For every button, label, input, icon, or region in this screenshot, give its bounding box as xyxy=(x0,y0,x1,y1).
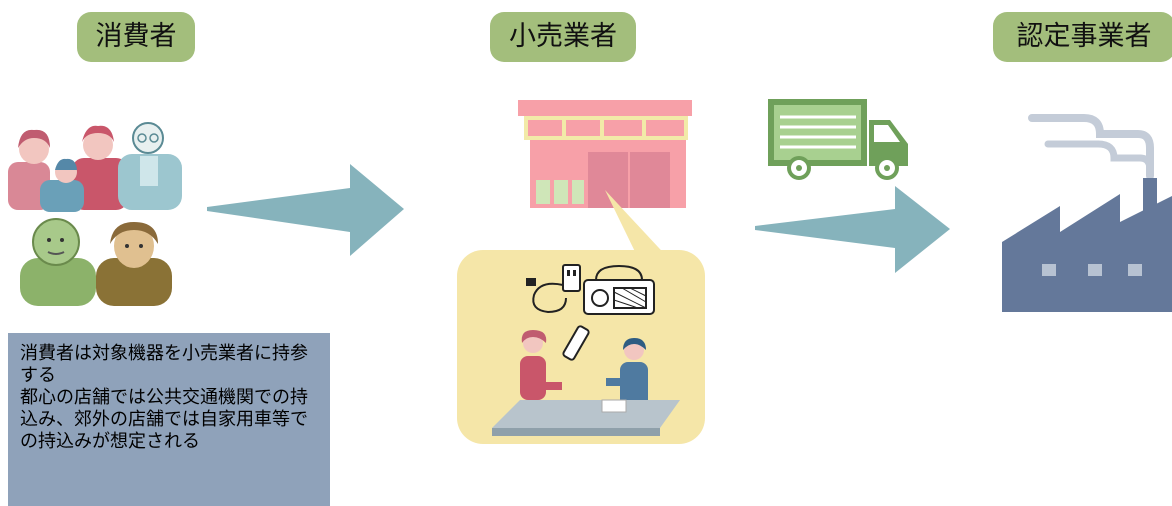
note-line-1: 消費者は対象機器を小売業者に持参する xyxy=(20,343,308,386)
consumer-note: 消費者は対象機器を小売業者に持参する 都心の店舗では公共交通機関での持込み、郊外… xyxy=(8,333,330,506)
delivery-truck-icon xyxy=(768,99,908,180)
power-strip-icon xyxy=(526,264,581,314)
staff-person-icon xyxy=(606,338,648,410)
counter-desk xyxy=(492,399,680,436)
elderly-couple-icon xyxy=(20,218,172,306)
store-icon xyxy=(518,100,692,208)
certified-operator-label: 認定事業者 xyxy=(993,12,1172,62)
note-line-2: 都心の店舗では公共交通機関での持込み、郊外の店舗では自家用車等での持込みが想定さ… xyxy=(20,387,308,452)
factory-icon xyxy=(1002,114,1172,312)
radio-cassette-icon xyxy=(583,264,655,315)
consumer-label: 消費者 xyxy=(77,12,195,62)
consumer-family-icon xyxy=(8,122,182,212)
retailer-label: 小売業者 xyxy=(490,12,636,62)
flow-arrow-1 xyxy=(207,164,404,256)
customer-person-icon xyxy=(520,330,562,400)
mobile-phone-icon xyxy=(562,325,590,361)
flow-arrow-2 xyxy=(755,186,950,273)
